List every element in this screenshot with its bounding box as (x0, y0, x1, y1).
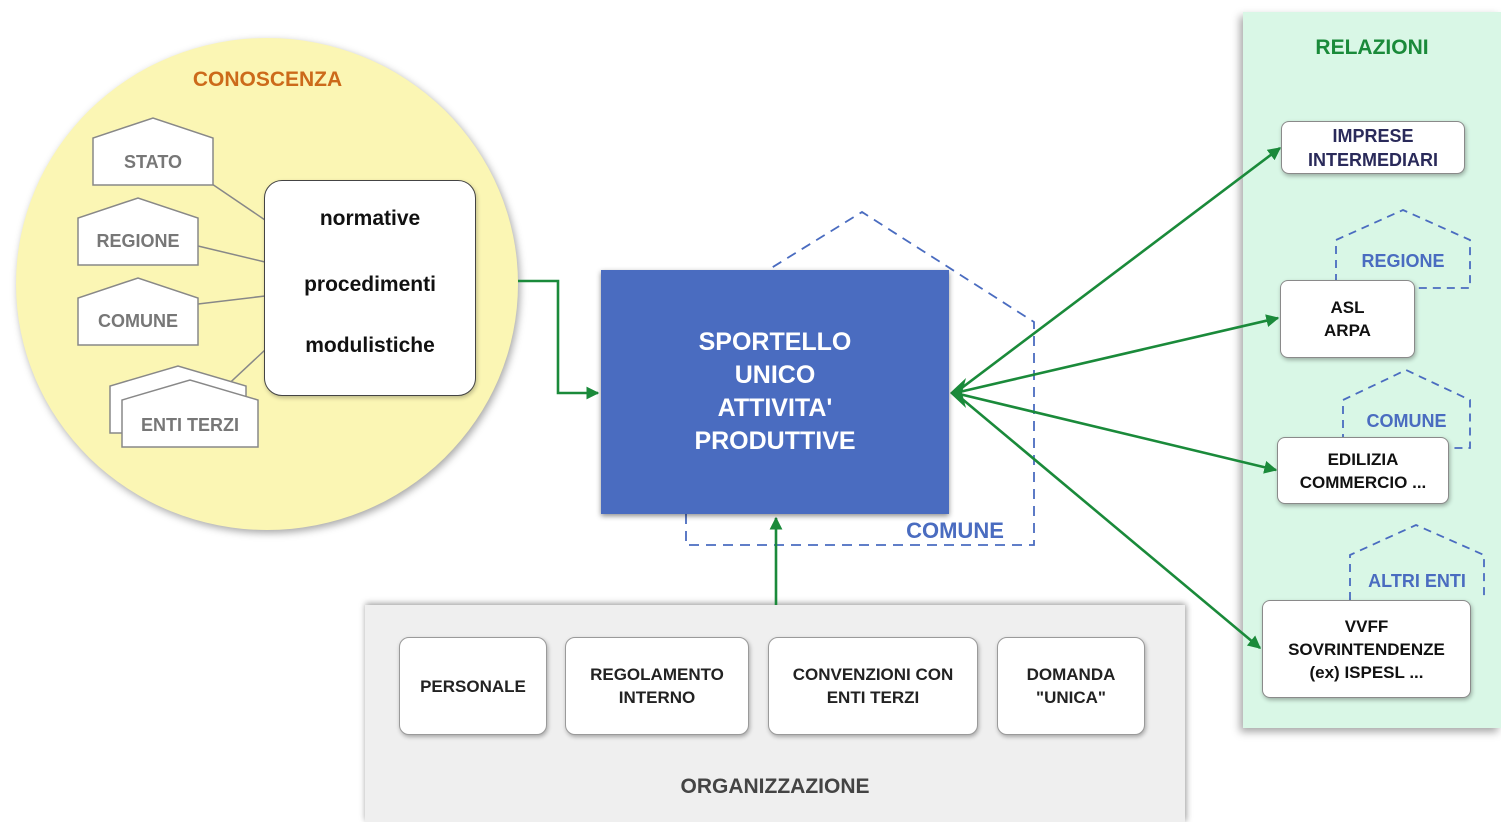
house-stato (92, 117, 214, 186)
rel-box-line: COMMERCIO ... (1299, 472, 1427, 492)
rel-label-comune: COMUNE (1366, 411, 1447, 431)
rel-box-line: VVFF (1344, 616, 1389, 636)
sportello-box: SPORTELLO UNICO ATTIVITA' PRODUTTIVE (601, 270, 949, 514)
org-box-line: REGOLAMENTO (590, 665, 724, 684)
relazioni-dashed-houses (1335, 209, 1485, 600)
process-modulistiche: modulistiche (305, 334, 435, 357)
arrowheads-origin (950, 378, 966, 408)
rel-box-line: ASL (1330, 298, 1365, 317)
arrow-to-imprese (954, 146, 1282, 395)
arrow-conoscenza-to-sportello (518, 279, 600, 400)
rel-box-edilizia: EDILIZIA COMMERCIO ... (1277, 437, 1449, 504)
regione-dashed-house (1335, 209, 1471, 289)
process-normative: normative (319, 207, 421, 230)
source-label-enti-terzi: ENTI TERZI (141, 415, 239, 435)
rel-box-line: (ex) ISPESL ... (1309, 662, 1424, 682)
source-houses (77, 117, 259, 448)
org-box-domanda: DOMANDA "UNICA" (997, 637, 1145, 735)
org-box-line: CONVENZIONI CON (792, 665, 954, 684)
source-connectors (197, 183, 266, 393)
sportello-line: UNICO (734, 361, 816, 389)
org-box-regolamento: REGOLAMENTO INTERNO (565, 637, 749, 735)
rel-box-line: INTERMEDIARI (1308, 149, 1438, 170)
org-box-line: INTERNO (618, 688, 696, 707)
rel-box-line: SOVRINTENDENZE (1288, 639, 1445, 659)
green-arrows (518, 146, 1282, 649)
sportello-line: PRODUTTIVE (694, 427, 856, 455)
arrow-to-edilizia (954, 391, 1278, 474)
rel-box-asl: ASL ARPA (1280, 280, 1415, 358)
rel-box-line: EDILIZIA (1327, 449, 1399, 469)
arrow-to-vvff (954, 392, 1261, 649)
arrow-to-asl (954, 314, 1280, 395)
rel-box-imprese: IMPRESE INTERMEDIARI (1281, 121, 1465, 174)
sportello-line: SPORTELLO (698, 328, 852, 356)
house-regione (77, 197, 199, 266)
source-label-regione: REGIONE (96, 231, 180, 251)
process-box (264, 180, 476, 396)
org-box-convenzioni: CONVENZIONI CON ENTI TERZI (768, 637, 978, 735)
house-comune (77, 277, 199, 346)
rel-box-vvff: VVFF SOVRINTENDENZE (ex) ISPESL ... (1262, 600, 1471, 698)
source-label-comune: COMUNE (98, 311, 178, 331)
process-procedimenti: procedimenti (304, 273, 436, 296)
rel-box-line: IMPRESE (1332, 125, 1414, 146)
org-box-line: DOMANDA (1026, 665, 1116, 684)
rel-box-line: ARPA (1324, 321, 1371, 340)
altri-enti-dashed-house (1349, 524, 1485, 600)
org-box-personale: PERSONALE (399, 637, 547, 735)
org-box-line: "UNICA" (1036, 688, 1106, 707)
org-box-line: ENTI TERZI (826, 688, 920, 707)
comune-dashed-house (685, 210, 1035, 546)
relazioni-title: RELAZIONI (1315, 36, 1429, 59)
organizzazione-title: ORGANIZZAZIONE (680, 775, 870, 798)
sportello-comune-label: COMUNE (906, 518, 1004, 543)
comune-dashed-house-right (1342, 369, 1471, 449)
conoscenza-title: CONOSCENZA (192, 68, 343, 91)
house-enti-terzi-front (121, 379, 259, 448)
source-label-stato: STATO (124, 152, 182, 172)
sportello-line: ATTIVITA' (717, 394, 833, 422)
rel-label-regione: REGIONE (1361, 251, 1445, 271)
org-box-line: PERSONALE (420, 676, 526, 696)
rel-label-altri-enti: ALTRI ENTI (1368, 571, 1466, 591)
